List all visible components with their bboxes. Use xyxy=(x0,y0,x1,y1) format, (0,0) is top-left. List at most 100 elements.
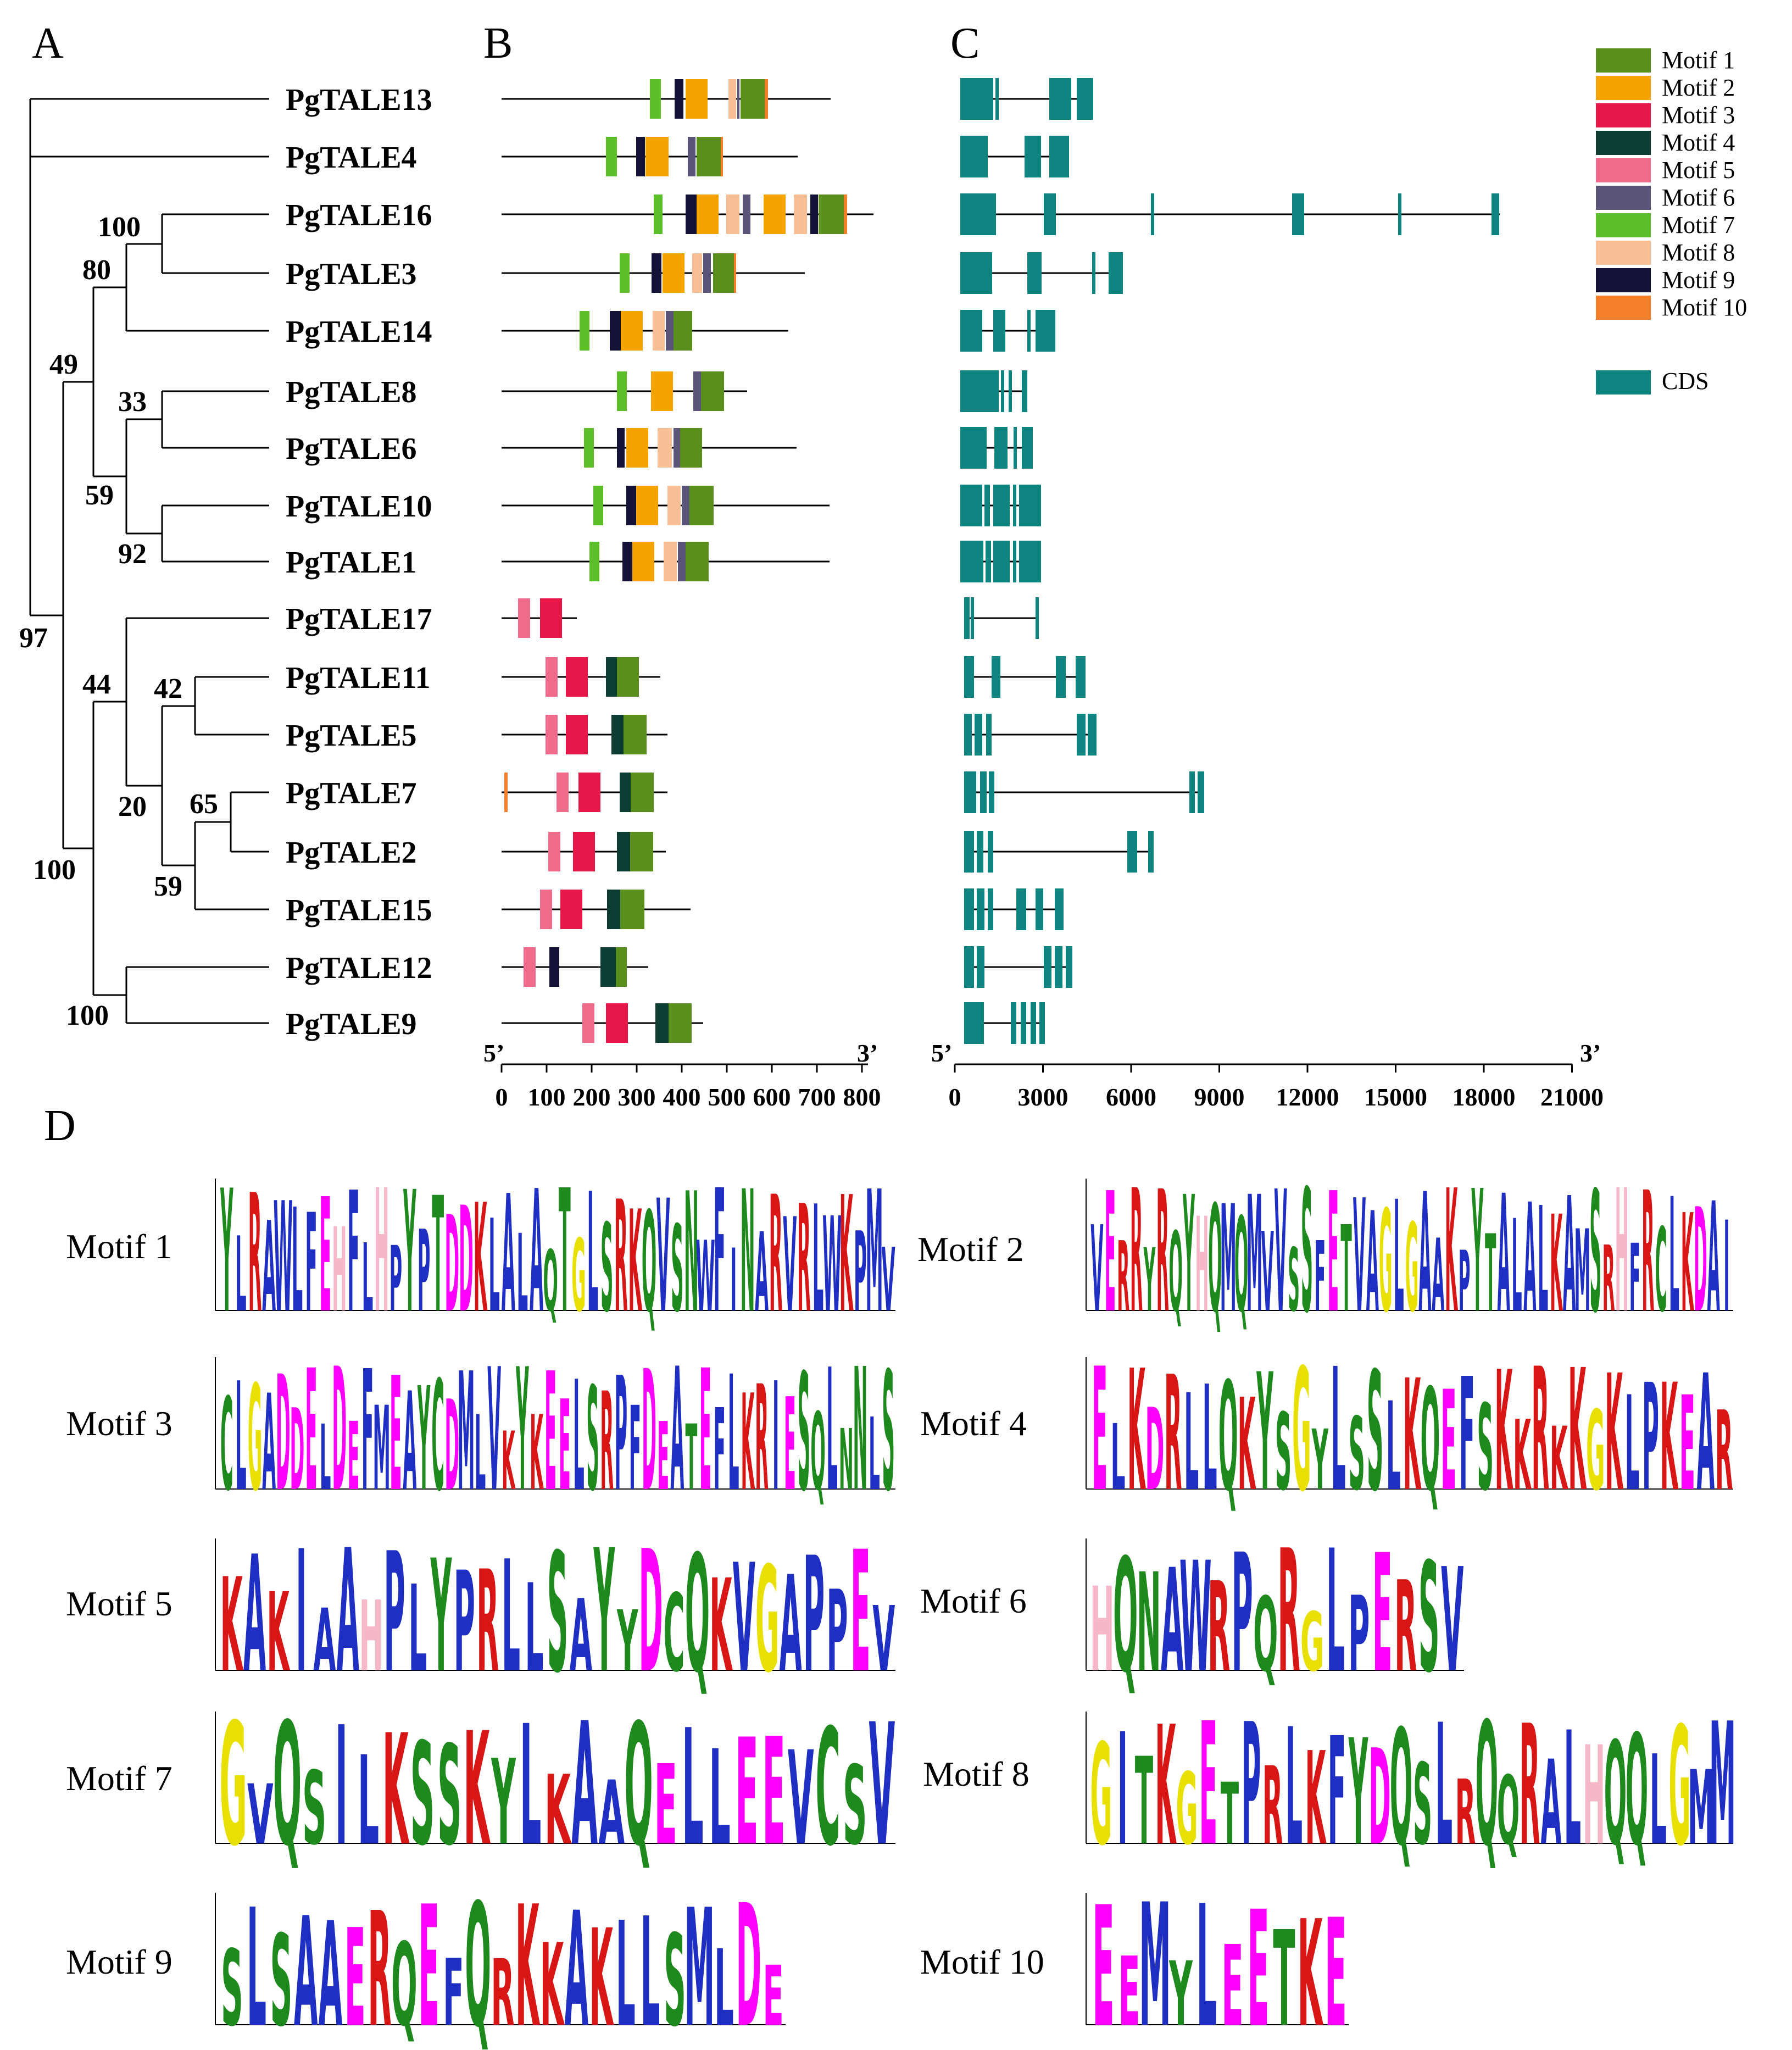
axis-tick-label: 600 xyxy=(753,1083,791,1111)
motif-box xyxy=(546,715,558,754)
axis-end-5prime: 5’ xyxy=(483,1039,504,1067)
logo-residue: E xyxy=(305,1335,318,1529)
logo-residue: P xyxy=(1232,1520,1253,1709)
logo-residue: Y xyxy=(430,1527,452,1707)
logo-residue: V xyxy=(1275,1156,1287,1351)
logo-residue: K xyxy=(515,1871,540,2050)
motif-box xyxy=(728,79,736,119)
gene-label: PgTALE9 xyxy=(286,1007,417,1041)
logo-residue: G xyxy=(1586,1387,1605,1515)
logo-residue: R xyxy=(491,1941,514,2047)
motif-box xyxy=(626,428,648,468)
cds-box xyxy=(964,714,972,755)
motif-box xyxy=(688,137,695,176)
logo-residue: A xyxy=(565,1878,588,2050)
gene-label: PgTALE7 xyxy=(286,776,417,810)
motif-box xyxy=(607,890,620,929)
legend-label: Motif 3 xyxy=(1662,102,1735,129)
cds-box xyxy=(1151,193,1154,235)
motif-box xyxy=(636,137,645,176)
gene-label: PgTALE15 xyxy=(286,893,432,927)
logo-residue: K xyxy=(502,1415,516,1508)
motif-box xyxy=(682,486,689,525)
bootstrap-value: 44 xyxy=(82,669,111,700)
gene-label: PgTALE14 xyxy=(286,315,432,349)
logo-residue: L xyxy=(292,1178,303,1345)
motif-box xyxy=(743,195,750,234)
motif-box xyxy=(540,890,552,929)
logo-residue: R xyxy=(1715,1388,1733,1515)
cds-box xyxy=(993,485,1010,526)
cds-box xyxy=(993,541,1010,582)
logo-residue: L xyxy=(709,1723,731,1875)
logo-residue: L xyxy=(812,1174,823,1345)
motif-box xyxy=(620,890,644,929)
logo-residue: N xyxy=(853,1332,868,1529)
logo-residue: E xyxy=(1679,1370,1695,1520)
motif-logo-title: Motif 1 xyxy=(66,1227,172,1266)
cds-box xyxy=(964,1002,984,1044)
logo-residue: L xyxy=(587,1159,598,1349)
logo-residue: A xyxy=(403,1364,417,1521)
bootstrap-value: 49 xyxy=(49,349,78,380)
logo-residue: E xyxy=(1092,1332,1108,1529)
logo-residue: Q xyxy=(642,1184,656,1344)
cds-box xyxy=(1044,946,1051,988)
motif-box xyxy=(630,832,653,871)
logo-residue: W xyxy=(1179,1529,1212,1706)
motif-box xyxy=(617,428,625,468)
logo-residue: V xyxy=(882,1230,895,1332)
cds-box xyxy=(1055,888,1064,930)
cds-box xyxy=(1066,946,1072,988)
logo-residue: V xyxy=(487,1334,501,1529)
logo-residue: K xyxy=(220,1551,244,1701)
cds-box xyxy=(1036,597,1039,639)
cds-box xyxy=(989,771,994,813)
cds-box xyxy=(986,541,991,582)
logo-residue: T xyxy=(1221,1765,1239,1863)
logo-residue: F xyxy=(1459,1345,1475,1526)
logo-residue: L xyxy=(1203,1355,1217,1524)
motif-box xyxy=(632,542,654,581)
cds-box xyxy=(1398,193,1401,235)
logo-residue: C xyxy=(815,1695,840,1881)
logo-residue: K xyxy=(1445,1153,1458,1351)
logo-residue: K xyxy=(1127,1335,1146,1529)
logo-residue: E xyxy=(544,1338,556,1527)
logo-residue: Q xyxy=(1253,1576,1278,1695)
motif-box xyxy=(678,542,686,581)
logo-residue: A xyxy=(1541,1736,1562,1871)
logo-residue: L xyxy=(247,1875,266,2050)
logo-residue: S xyxy=(671,1201,683,1339)
gene-label: PgTALE6 xyxy=(286,432,417,466)
motif-box xyxy=(654,195,663,234)
logo-residue: P xyxy=(454,1542,475,1703)
logo-residue: R xyxy=(1641,1157,1654,1350)
cds-box xyxy=(1036,310,1055,352)
logo-residue: T xyxy=(1340,1201,1351,1339)
logo-residue: R xyxy=(476,1541,499,1704)
cds-box xyxy=(1492,193,1499,235)
logo-residue: F xyxy=(629,1382,641,1517)
logo-residue: S xyxy=(437,1716,461,1876)
logo-residue: G xyxy=(1379,1180,1392,1344)
logo-residue: T xyxy=(432,1164,444,1348)
logo-residue: E xyxy=(735,1707,758,1878)
motif-box xyxy=(556,773,569,812)
motif-box xyxy=(620,253,630,293)
logo-residue: S xyxy=(843,1742,867,1869)
axis-tick-label: 6000 xyxy=(1106,1083,1156,1111)
gene-structure-panel xyxy=(960,78,1500,1044)
axis-tick-label: 300 xyxy=(618,1083,656,1111)
motif-box xyxy=(518,598,530,638)
logo-residue: A xyxy=(670,1332,684,1529)
logo-residue: G xyxy=(219,1688,247,1884)
cds-box xyxy=(992,656,1000,698)
legend-swatch xyxy=(1596,213,1651,237)
motif-logo-title: Motif 5 xyxy=(66,1584,172,1623)
cds-box xyxy=(977,831,983,873)
motif-box xyxy=(504,773,508,812)
logo-residue: F xyxy=(443,1940,464,2047)
logo-residue: A xyxy=(1523,1171,1536,1346)
